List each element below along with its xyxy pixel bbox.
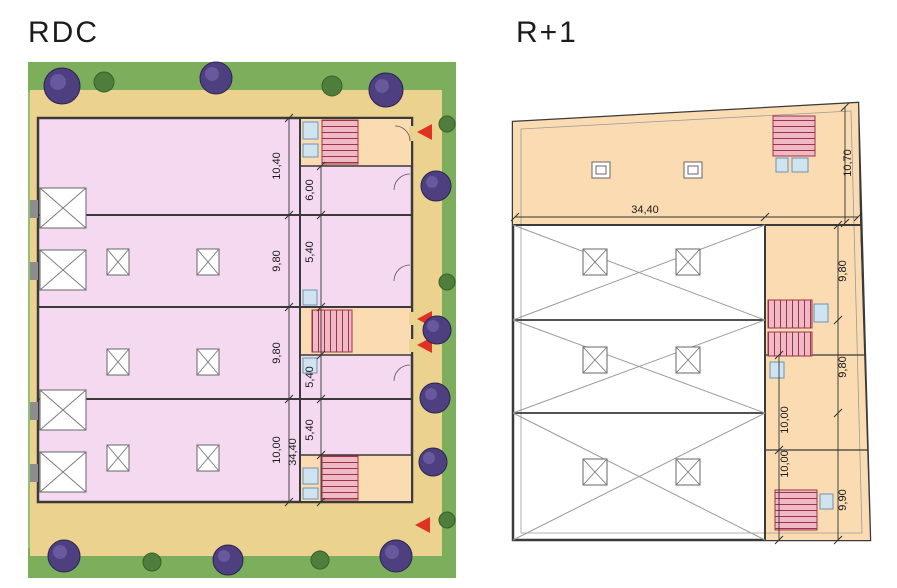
bush-icon — [438, 511, 456, 529]
shaft-box — [196, 348, 220, 376]
dimensions-r1: 34,40 10,70 9,80 9,80 9,90 10,00 10,00 — [510, 102, 863, 545]
bush-icon — [321, 75, 343, 97]
staircase-top-icon — [772, 115, 816, 157]
skylight-icon — [591, 161, 611, 179]
dim-label: 10,00 — [779, 450, 791, 478]
staircase-top-icon — [321, 119, 359, 165]
plan-r1: 34,40 10,70 9,80 9,80 9,90 10,00 10,00 — [510, 101, 872, 545]
shaft-box — [106, 348, 130, 376]
dim-label: 10,00 — [779, 406, 791, 434]
tree-icon — [43, 67, 81, 105]
wc-fixture-icon — [302, 289, 318, 306]
dock-box — [39, 389, 87, 431]
bush-icon — [93, 71, 115, 93]
dim-label: 9,80 — [837, 260, 849, 281]
tree-icon — [379, 539, 413, 573]
staircase-bottom-icon — [321, 455, 359, 501]
dim-label: 5,40 — [304, 366, 316, 387]
bush-icon — [310, 550, 330, 570]
dim-label: 5,40 — [304, 241, 316, 262]
entrance-arrow-icon — [415, 517, 430, 533]
dock-boxes — [30, 187, 87, 493]
plan-title-rdc: RDC — [28, 16, 99, 49]
shaft-box — [106, 248, 130, 276]
skylight-icon — [683, 161, 703, 179]
tree-icon — [418, 447, 448, 477]
shaft-box — [582, 346, 608, 374]
staircase-middle-icon — [311, 309, 353, 353]
shaft-box — [196, 444, 220, 472]
dock-box — [39, 451, 87, 493]
dim-label-total: 34,40 — [287, 438, 299, 466]
wc-fixture-icon — [302, 143, 319, 158]
shaft-box — [196, 248, 220, 276]
tree-icon — [47, 539, 81, 573]
shaft-box — [582, 458, 608, 486]
dim-label: 6,00 — [304, 179, 316, 200]
dim-label: 9,80 — [271, 250, 283, 271]
entrance-arrow-icon — [417, 124, 432, 140]
wc-fixture-icon — [791, 157, 809, 173]
interior-walls-r1 — [513, 224, 868, 540]
plan-title-r1: R+1 — [516, 16, 578, 49]
wc-fixture-icon — [775, 157, 789, 173]
void-bays — [512, 224, 766, 541]
wc-fixture-icon — [302, 121, 319, 140]
wc-fixture-icon — [302, 467, 319, 485]
staircase-bottom-icon — [774, 489, 818, 531]
shaft-box — [675, 346, 701, 374]
inner-wall-line — [520, 110, 863, 534]
dim-label: 5,40 — [304, 419, 316, 440]
bush-icon — [438, 115, 456, 133]
bush-icon — [142, 552, 162, 572]
wc-fixture-icon — [302, 357, 318, 374]
dim-label: 10,70 — [842, 149, 854, 177]
dim-label-total: 34,40 — [631, 204, 659, 216]
shaft-box — [675, 458, 701, 486]
tree-icon — [212, 544, 244, 576]
dim-label: 9,90 — [837, 489, 849, 510]
dimensions-rdc: 10,40 9,80 9,80 10,00 6,00 5,40 5,40 5,4… — [271, 113, 326, 507]
interior-walls-rdc — [38, 118, 412, 502]
tree-icon — [199, 61, 233, 95]
plan-rdc: 10,40 9,80 9,80 10,00 6,00 5,40 5,40 5,4… — [28, 61, 456, 578]
bush-icon — [438, 273, 456, 291]
door-openings — [393, 125, 416, 531]
bushes — [93, 71, 456, 572]
shaft-boxes-rdc — [106, 248, 220, 472]
wc-fixture-icon — [819, 493, 834, 510]
shaft-boxes-r1 — [582, 248, 701, 486]
wc-fixture-icon — [813, 303, 829, 323]
dock-box — [39, 249, 87, 291]
tree-icon — [422, 315, 452, 345]
wc-fixture-icon — [302, 487, 319, 500]
dock-box — [39, 187, 87, 229]
shaft-box — [106, 444, 130, 472]
dim-label: 9,80 — [271, 342, 283, 363]
wc-fixture-icon — [769, 361, 785, 379]
tree-icon — [419, 382, 451, 414]
tree-icon — [368, 72, 404, 108]
shaft-box — [675, 248, 701, 276]
dim-label: 10,40 — [271, 152, 283, 180]
trees — [43, 61, 452, 576]
staircase-middle-icon — [767, 299, 813, 357]
dim-label: 10,00 — [271, 436, 283, 464]
dim-label: 9,80 — [837, 356, 849, 377]
tree-icon — [420, 170, 452, 202]
shaft-box — [582, 248, 608, 276]
